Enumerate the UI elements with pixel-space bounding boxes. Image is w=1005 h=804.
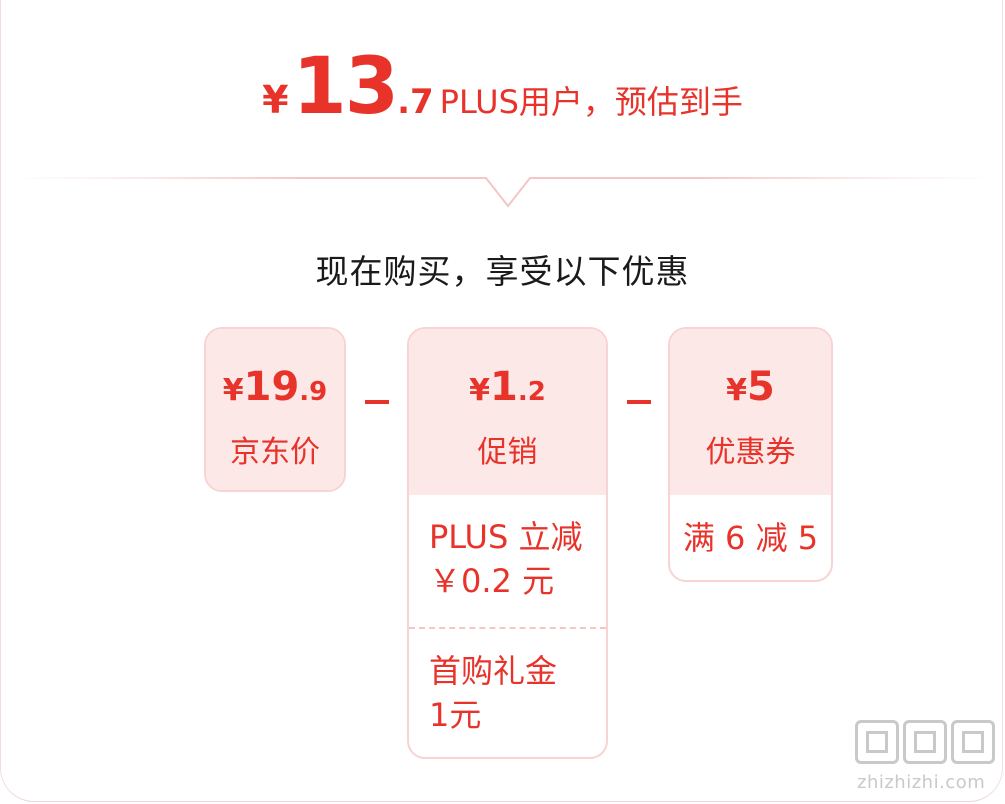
amount-decimal: .9 <box>299 377 328 407</box>
coupon-detail: 满 6 减 5 <box>682 519 819 557</box>
first-purchase-gift-detail: 首购礼金 1元 <box>409 649 606 737</box>
card-amount: ¥5 <box>670 367 831 407</box>
card-header: ¥1.2 促销 <box>409 329 606 495</box>
price-integer: 13 <box>292 42 400 132</box>
card-header: ¥5 优惠券 <box>670 329 831 495</box>
card-amount: ¥19.9 <box>206 367 344 407</box>
watermark-logo <box>855 720 995 764</box>
notch-divider <box>10 177 995 208</box>
promo-subtitle: 现在购买，享受以下优惠 <box>315 252 690 291</box>
amount-integer: 19 <box>243 364 300 410</box>
site-watermark: zhizhizhi.com <box>855 720 1005 800</box>
detail-line: PLUS 立减 <box>429 518 583 556</box>
detail-line: 首购礼金 <box>429 652 558 690</box>
card-amount: ¥1.2 <box>409 367 606 407</box>
card-header: ¥19.9 京东价 <box>206 329 344 490</box>
jd-price-card: ¥19.9 京东价 <box>204 327 346 492</box>
price-decimal: .7 <box>397 82 434 122</box>
plus-discount-detail: PLUS 立减 ￥0.2 元 <box>409 515 606 603</box>
promotion-card: ¥1.2 促销 PLUS 立减 ￥0.2 元 首购礼金 1元 <box>407 327 608 759</box>
coupon-card: ¥5 优惠券 满 6 减 5 <box>668 327 833 582</box>
card-label: 优惠券 <box>705 435 796 470</box>
minus-sign <box>627 400 651 404</box>
dashed-divider <box>409 627 606 629</box>
currency-symbol: ¥ <box>726 373 748 408</box>
price-caption: PLUS用户，预估到手 <box>439 83 743 121</box>
amount-integer: 5 <box>747 364 775 410</box>
amount-integer: 1 <box>490 364 518 410</box>
currency-symbol: ¥ <box>262 78 289 122</box>
estimated-price: ¥ 13 .7 PLUS用户，预估到手 <box>0 48 1005 138</box>
detail-line: ￥0.2 元 <box>429 562 555 600</box>
card-label: 促销 <box>477 435 538 470</box>
card-label: 京东价 <box>230 435 320 470</box>
detail-line: 1元 <box>429 696 482 734</box>
watermark-text: zhizhizhi.com <box>857 772 986 793</box>
currency-symbol: ¥ <box>469 373 491 408</box>
minus-sign <box>365 400 389 404</box>
currency-symbol: ¥ <box>222 373 244 408</box>
amount-decimal: .2 <box>517 377 546 407</box>
